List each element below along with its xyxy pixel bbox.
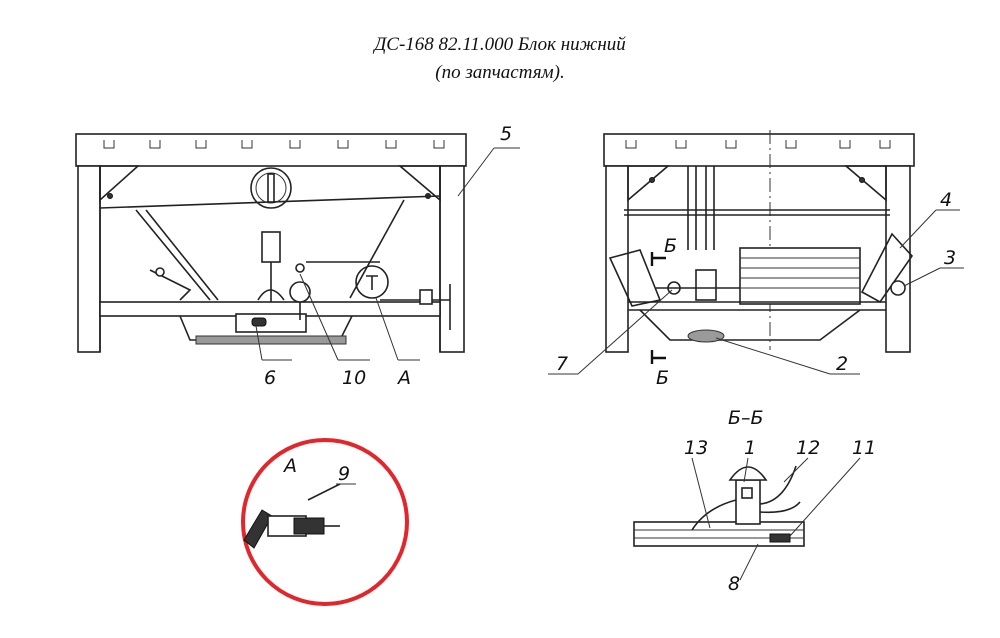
section-bb: [633, 457, 861, 581]
top-beam: [75, 133, 467, 167]
gate-disk: [687, 329, 725, 343]
callout-12: 12: [796, 437, 820, 459]
detail-plug: [293, 517, 325, 535]
callout-9: 9: [338, 463, 350, 485]
callout-13: 13: [684, 437, 708, 459]
side-view: [603, 130, 915, 364]
gate-handle: [251, 317, 267, 327]
cylinder: [261, 231, 281, 263]
callout-8: 8: [728, 573, 740, 595]
side-right-leg: [885, 165, 911, 353]
chute: [195, 335, 347, 345]
detail-a-title: А: [282, 455, 297, 477]
callout-7: 7: [556, 353, 568, 375]
section-mark-bottom: Б: [656, 367, 669, 389]
valve-knob: [289, 281, 311, 303]
section-valve-body: [735, 479, 761, 525]
callout-11: 11: [852, 437, 876, 459]
gate-plate: [235, 313, 307, 333]
side-left-leg: [605, 165, 629, 353]
highlight-circle: [241, 438, 409, 606]
right-leg: [439, 165, 465, 353]
callout-6: 6: [264, 367, 276, 389]
callout-3: 3: [944, 247, 956, 269]
left-leg: [77, 165, 101, 353]
drawing-title: ДС-168 82.11.000 Блок нижний: [374, 34, 626, 55]
left-arm: [608, 249, 662, 307]
callout-a-ref: А: [396, 367, 411, 389]
inspection-hatch: [250, 167, 292, 209]
front-view: [75, 133, 467, 353]
callout-5: 5: [500, 123, 512, 145]
detail-a-marker: [355, 265, 389, 299]
leader-lines: [255, 147, 964, 485]
section-mark-top: Б: [664, 235, 677, 257]
side-top-beam: [603, 133, 915, 167]
section-title: Б–Б: [728, 407, 764, 429]
drive-unit: [739, 247, 861, 305]
callout-2: 2: [836, 353, 848, 375]
callout-10: 10: [342, 367, 366, 389]
callout-4: 4: [940, 189, 952, 211]
drawing-subtitle: (по запчастям).: [435, 62, 565, 83]
callout-1: 1: [744, 437, 756, 459]
section-mushroom-cap: [728, 466, 768, 481]
detail-a: [241, 438, 409, 606]
